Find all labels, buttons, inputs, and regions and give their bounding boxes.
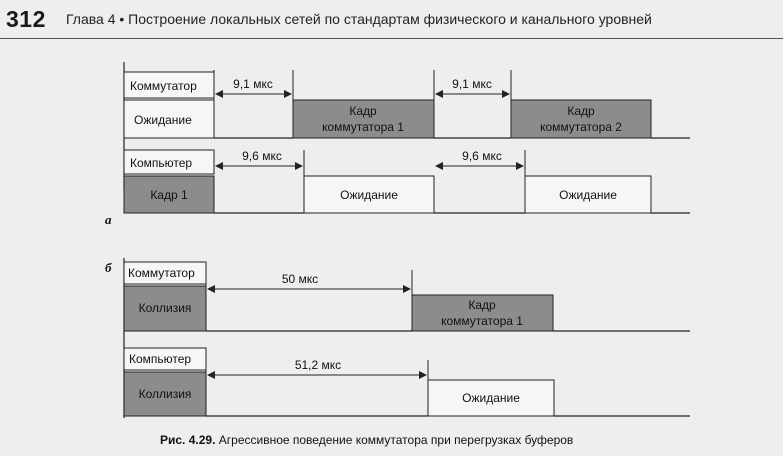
computer-label-box-b xyxy=(123,347,207,371)
computer-label-a: Компьютер xyxy=(130,156,192,170)
computer-wait-1-a xyxy=(303,175,435,214)
computer-label-b: Компьютер xyxy=(129,352,191,366)
timing-a4: 9,6 мкс xyxy=(462,149,502,163)
caption-text: Агрессивное поведение коммутатора при пе… xyxy=(218,433,574,447)
collision-label-switch-b: Коллизия xyxy=(139,301,192,315)
part-letter-b: б xyxy=(105,260,112,275)
timing-a3: 9,6 мкс xyxy=(242,149,282,163)
header-rule xyxy=(0,38,783,39)
timing-a1: 9,1 мкс xyxy=(233,77,273,91)
switch-label-a: Коммутатор xyxy=(130,79,197,93)
computer-wait-b xyxy=(427,379,555,417)
svg-text:Кадр: Кадр xyxy=(349,104,377,118)
figure-caption: Рис. 4.29. Агрессивное поведение коммута… xyxy=(160,433,573,447)
part-letter-a: a xyxy=(105,212,112,227)
switch-label-b: Коммутатор xyxy=(128,266,195,280)
timing-a2: 9,1 мкс xyxy=(452,77,492,91)
computer-wait-2-a xyxy=(524,175,652,214)
switch-frame-2-a xyxy=(510,99,652,139)
computer-frame-label-a: Кадр 1 xyxy=(150,188,188,202)
collision-box-computer-b xyxy=(123,371,207,417)
computer-wait-label-1-a: Ожидание xyxy=(340,188,398,202)
svg-text:Кадр: Кадр xyxy=(468,298,496,312)
collision-box-switch-b xyxy=(123,285,207,332)
svg-text:Кадр: Кадр xyxy=(567,104,595,118)
svg-text:коммутатора 2: коммутатора 2 xyxy=(540,120,622,134)
computer-wait-label-b: Ожидание xyxy=(462,391,520,405)
computer-wait-label-2-a: Ожидание xyxy=(559,188,617,202)
running-title: Глава 4 • Построение локальных сетей по … xyxy=(66,11,652,27)
caption-prefix: Рис. 4.29. xyxy=(160,433,216,447)
switch-frame-b xyxy=(411,294,554,332)
timing-b2: 51,2 мкс xyxy=(295,358,341,372)
computer-label-box-a xyxy=(123,149,215,175)
page-number: 312 xyxy=(6,6,46,32)
switch-wait-label-a: Ожидание xyxy=(134,113,192,127)
svg-text:коммутатора 1: коммутатора 1 xyxy=(322,120,404,134)
collision-label-computer-b: Коллизия xyxy=(139,387,192,401)
switch-label-box-a xyxy=(123,71,215,99)
svg-text:коммутатора 1: коммутатора 1 xyxy=(441,314,523,328)
switch-frame-1-a xyxy=(292,99,435,139)
switch-wait-box-a xyxy=(123,99,215,139)
timing-b1: 50 мкс xyxy=(282,272,318,286)
computer-frame-a xyxy=(123,175,215,214)
